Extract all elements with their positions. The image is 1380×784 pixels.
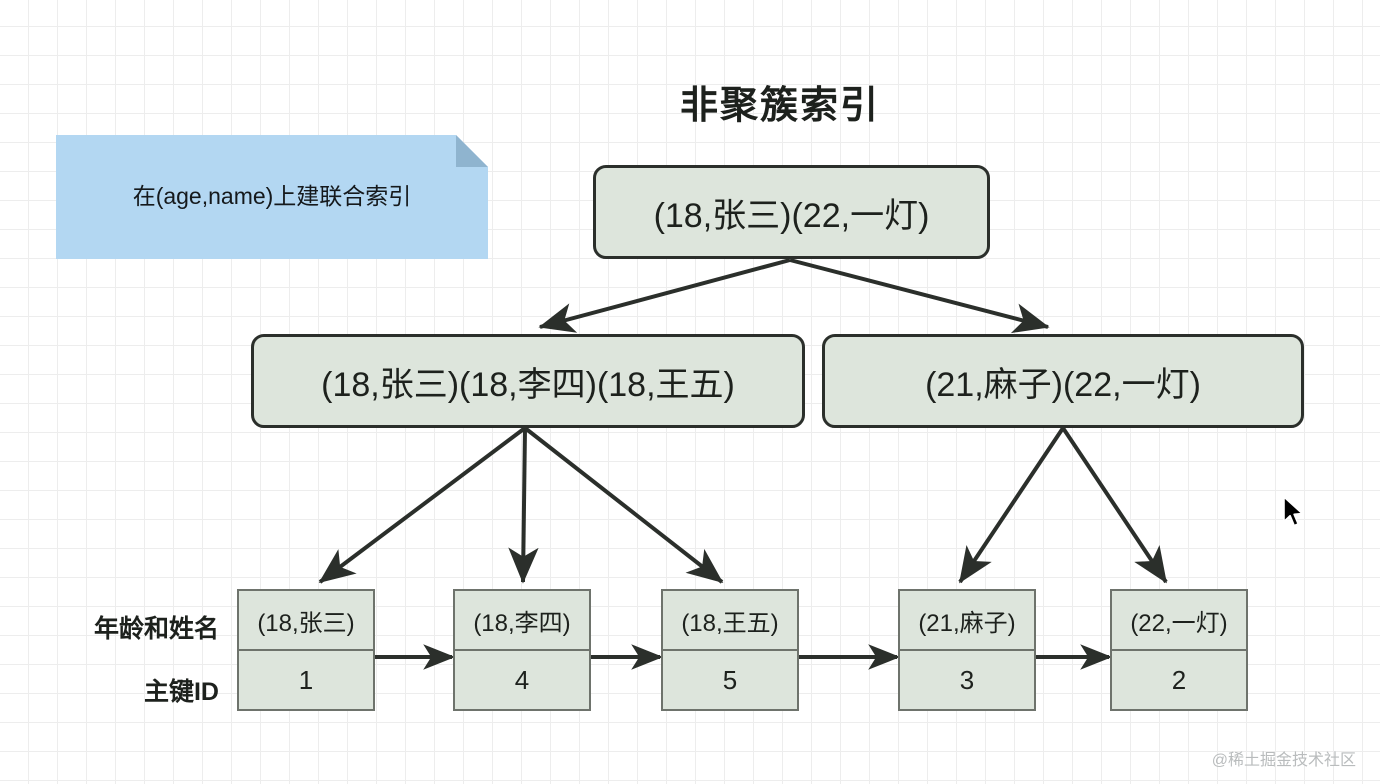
leaf-id: 1 bbox=[239, 649, 373, 709]
leaf-id: 5 bbox=[663, 649, 797, 709]
edge-midleft-to-leaf-0 bbox=[318, 426, 527, 584]
arrow-pointer-icon bbox=[1283, 496, 1304, 527]
leaf-node: (18,王五) 5 bbox=[661, 589, 799, 711]
edge-midright-to-leaf-3 bbox=[958, 426, 1065, 584]
leaf-key: (22,一灯) bbox=[1130, 609, 1228, 637]
leaf-node: (18,李四) 4 bbox=[453, 589, 591, 711]
leaf-key: (21,麻子) bbox=[918, 609, 1016, 637]
leaf-node: (21,麻子) 3 bbox=[898, 589, 1036, 711]
tree-node-root: (18,张三)(22,一灯) bbox=[593, 165, 990, 259]
page-title: 非聚簇索引 bbox=[679, 85, 880, 127]
edge-midleft-to-leaf-2 bbox=[523, 426, 724, 584]
tree-node-middle-right: (21,麻子)(22,一灯) bbox=[822, 334, 1304, 428]
leaf-key: (18,张三) bbox=[257, 609, 355, 637]
leaf-id: 4 bbox=[455, 649, 589, 709]
note-callout: 在(age,name)上建联合索引 bbox=[56, 135, 488, 259]
watermark: @稀土掘金技术社区 bbox=[1211, 752, 1356, 769]
edge-root-to-mid-right bbox=[789, 258, 1050, 334]
tree-node-middle-left: (18,张三)(18,李四)(18,王五) bbox=[251, 334, 805, 428]
leaf-key: (18,李四) bbox=[473, 609, 571, 637]
leaf-key: (18,王五) bbox=[681, 609, 779, 637]
row-label-key: 年龄和姓名 bbox=[93, 615, 219, 643]
edge-midleft-to-leaf-1 bbox=[508, 427, 539, 584]
leaf-id: 3 bbox=[900, 649, 1034, 709]
note-text: 在(age,name)上建联合索引 bbox=[132, 183, 412, 210]
leaf-node: (18,张三) 1 bbox=[237, 589, 375, 711]
leaf-node: (22,一灯) 2 bbox=[1110, 589, 1248, 711]
edge-root-to-mid-left bbox=[538, 258, 791, 333]
leaf-id: 2 bbox=[1112, 649, 1246, 709]
note-fold-corner-icon bbox=[456, 135, 488, 167]
row-label-id: 主键ID bbox=[143, 678, 219, 706]
edge-midright-to-leaf-4 bbox=[1061, 426, 1168, 584]
